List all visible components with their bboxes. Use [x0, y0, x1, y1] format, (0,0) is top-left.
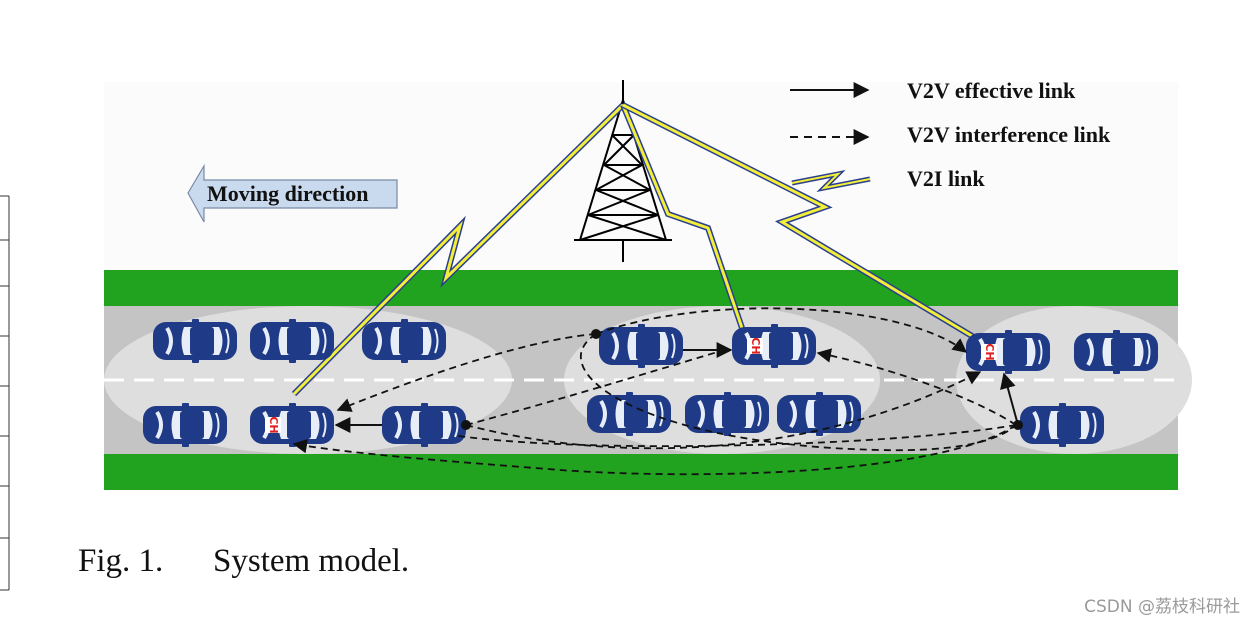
grass-bottom	[104, 454, 1178, 490]
vehicle-cluster-head	[730, 322, 818, 370]
vehicle	[585, 390, 673, 438]
v2i-links	[291, 102, 984, 397]
transmitter-dot	[1013, 420, 1023, 430]
v2v-interference-link	[816, 348, 1017, 426]
v2v-interference-link	[336, 333, 597, 412]
v2v-interference-link	[465, 347, 732, 426]
caption-number: Fig. 1.	[78, 543, 163, 579]
vehicle	[1018, 401, 1106, 449]
v2v-interference-links	[292, 307, 1017, 476]
left-arrow-icon	[187, 163, 398, 223]
vehicle	[141, 401, 229, 449]
watermark: CSDN @荔枝科研社	[1084, 597, 1240, 617]
grass-top	[104, 270, 1178, 306]
figure-background	[104, 82, 1178, 272]
v2v-interference-link	[292, 424, 1017, 476]
vehicle	[597, 322, 685, 370]
caption-text: System model.	[213, 543, 409, 579]
v2v-interference-link	[595, 307, 968, 353]
cluster-head-tags: CH CH CH	[265, 337, 997, 434]
v2v-effective-link	[1000, 372, 1019, 426]
moving-direction-label: Moving direction	[207, 181, 369, 206]
vehicle	[683, 390, 771, 438]
cluster-head-tag: CH	[749, 337, 762, 354]
vehicle-cluster-head	[964, 328, 1052, 376]
vehicle	[151, 317, 239, 365]
moving-direction-arrow: Moving direction	[187, 163, 398, 223]
transmitter-dots	[461, 329, 1023, 430]
vehicle	[360, 317, 448, 365]
legend: V2V effective link V2V interference link…	[790, 78, 1111, 193]
transmitter-dot	[461, 420, 471, 430]
table-edge-fragment	[0, 195, 10, 591]
road	[104, 270, 1192, 490]
vehicle	[248, 317, 336, 365]
cluster-head-tag: CH	[267, 416, 280, 433]
transmitter-dot	[591, 329, 601, 339]
legend-effective-label: V2V effective link	[907, 78, 1076, 103]
cluster-head-tag: CH	[983, 343, 996, 360]
vehicle-cluster-head	[248, 401, 336, 449]
v2v-interference-link	[465, 371, 982, 450]
legend-interference-label: V2V interference link	[907, 122, 1111, 147]
vehicle	[775, 390, 863, 438]
vehicle	[1072, 328, 1160, 376]
vehicle	[380, 401, 468, 449]
v2v-interference-link	[457, 424, 1017, 448]
legend-v2i-label: V2I link	[907, 166, 985, 191]
